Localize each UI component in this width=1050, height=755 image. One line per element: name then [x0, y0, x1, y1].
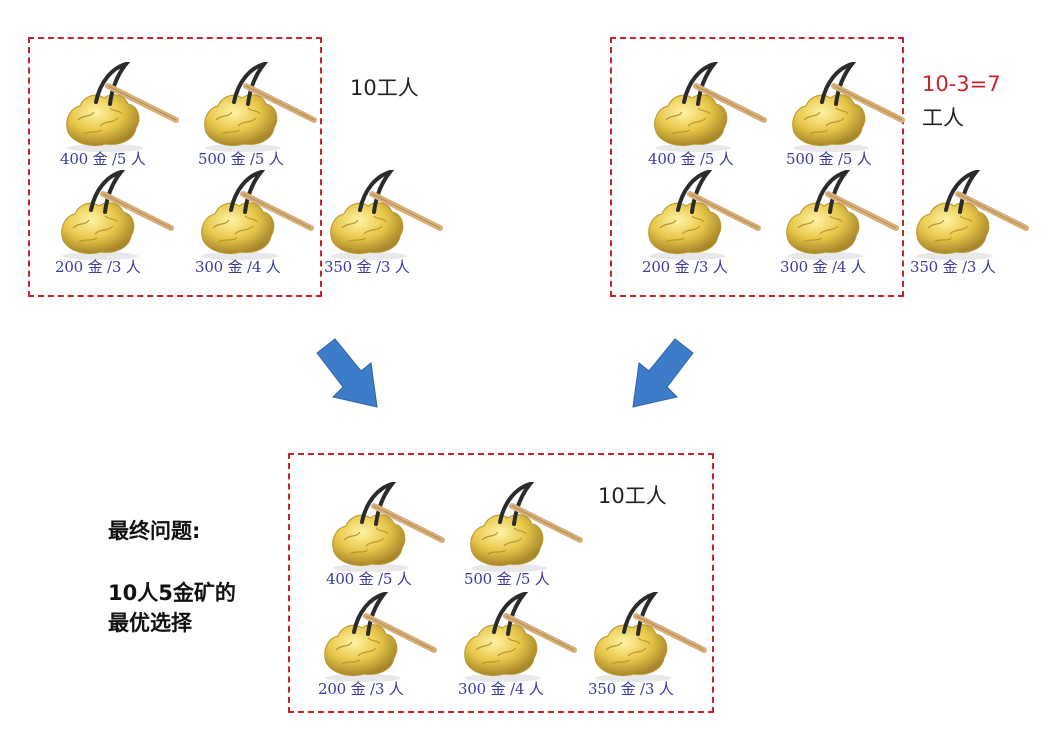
gold-nugget-with-pickaxe-icon [792, 62, 905, 152]
mine-label: 500 金 /5 人 [198, 150, 284, 168]
gold-nugget-with-pickaxe-icon [464, 592, 577, 682]
gold-nugget-with-pickaxe-icon [201, 170, 314, 260]
gold-nugget-with-pickaxe-icon [470, 482, 583, 572]
final-question-title: 最终问题: [108, 519, 201, 543]
gold-nugget-with-pickaxe-icon [330, 170, 443, 260]
final-question-line1: 10人5金矿的 [108, 581, 236, 605]
mine-label: 400 金 /5 人 [60, 150, 146, 168]
mine-item: 300 金 /4 人 [195, 170, 335, 280]
mine-item: 500 金 /5 人 [198, 62, 338, 172]
mine-label: 350 金 /3 人 [324, 258, 410, 276]
bottom-worker-note: 10工人 [598, 484, 667, 508]
mine-label: 200 金 /3 人 [318, 680, 404, 698]
mine-label: 400 金 /5 人 [326, 570, 412, 588]
gold-nugget-with-pickaxe-icon [204, 62, 317, 152]
mine-item: 400 金 /5 人 [60, 62, 200, 172]
gold-nugget-with-pickaxe-icon [654, 62, 767, 152]
down-arrow-icon [632, 338, 694, 408]
mine-item: 400 金 /5 人 [326, 482, 466, 592]
mine-label: 300 金 /4 人 [195, 258, 281, 276]
gold-nugget-with-pickaxe-icon [332, 482, 445, 572]
top-left-worker-note: 10工人 [350, 76, 419, 100]
mine-label: 500 金 /5 人 [786, 150, 872, 168]
top-right-worker-note: 工人 [922, 106, 964, 130]
mine-label: 500 金 /5 人 [464, 570, 550, 588]
mine-label: 350 金 /3 人 [588, 680, 674, 698]
gold-nugget-with-pickaxe-icon [916, 170, 1029, 260]
gold-nugget-with-pickaxe-icon [594, 592, 707, 682]
gold-nugget-with-pickaxe-icon [324, 592, 437, 682]
gold-nugget-with-pickaxe-icon [786, 170, 899, 260]
gold-nugget-with-pickaxe-icon [648, 170, 761, 260]
bottom-panel [288, 453, 714, 713]
mine-label: 300 金 /4 人 [458, 680, 544, 698]
top-right-equation: 10-3=7 [922, 72, 1001, 96]
mine-item: 500 金 /5 人 [786, 62, 926, 172]
mine-item: 300 金 /4 人 [458, 592, 598, 702]
mine-item: 200 金 /3 人 [642, 170, 782, 280]
mine-item: 350 金 /3 人 [910, 170, 1050, 280]
top-right-panel [610, 37, 904, 297]
mine-item: 300 金 /4 人 [780, 170, 920, 280]
mine-label: 200 金 /3 人 [642, 258, 728, 276]
mine-label: 300 金 /4 人 [780, 258, 866, 276]
mine-item: 350 金 /3 人 [588, 592, 728, 702]
mine-item: 350 金 /3 人 [324, 170, 464, 280]
mine-item: 500 金 /5 人 [464, 482, 604, 592]
down-arrow-icon [316, 338, 378, 408]
mine-label: 200 金 /3 人 [55, 258, 141, 276]
mine-item: 400 金 /5 人 [648, 62, 788, 172]
mine-item: 200 金 /3 人 [55, 170, 195, 280]
gold-nugget-with-pickaxe-icon [66, 62, 179, 152]
final-question-line2: 最优选择 [108, 611, 192, 635]
top-left-panel [28, 37, 322, 297]
mine-item: 200 金 /3 人 [318, 592, 458, 702]
mine-label: 400 金 /5 人 [648, 150, 734, 168]
mine-label: 350 金 /3 人 [910, 258, 996, 276]
gold-nugget-with-pickaxe-icon [61, 170, 174, 260]
